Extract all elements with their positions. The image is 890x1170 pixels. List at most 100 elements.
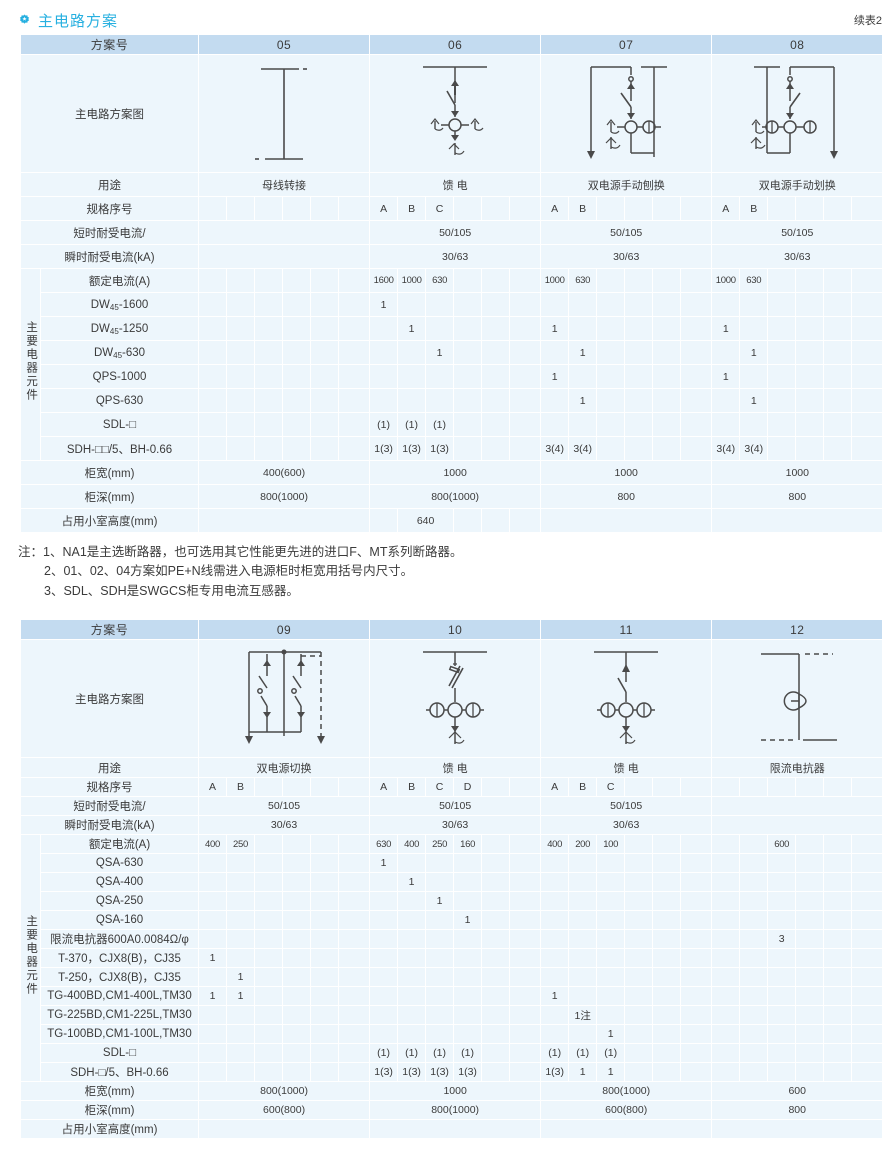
component-cell: 1	[397, 872, 427, 893]
component-cell	[397, 853, 427, 874]
component-cell	[767, 910, 797, 931]
component-cell	[338, 412, 371, 437]
component-cell	[680, 986, 713, 1007]
component-cell	[851, 292, 884, 317]
component-cell	[481, 1043, 511, 1064]
component-cell	[481, 388, 511, 413]
component-cell	[568, 891, 598, 912]
instant-current-value: 30/63	[369, 815, 542, 836]
component-cell	[369, 967, 399, 988]
component-cell	[739, 364, 769, 389]
component-cell	[509, 948, 542, 969]
component-cell	[509, 340, 542, 365]
component-cell	[509, 1005, 542, 1026]
component-cell	[226, 436, 256, 461]
component-cell	[795, 910, 825, 931]
component-cell	[453, 967, 483, 988]
row-label-rated-current: 额定电流(A)	[39, 834, 200, 855]
component-cell	[680, 891, 713, 912]
rated-current-cell: 1000	[397, 268, 427, 293]
component-cell	[823, 316, 853, 341]
table1-col-06: 06	[369, 34, 542, 55]
component-cell	[425, 853, 455, 874]
row-label-component: QSA-630	[39, 853, 200, 874]
component-cell	[568, 929, 598, 950]
instant-current-value: 30/63	[540, 815, 713, 836]
row-label-component: DW45-630	[39, 340, 200, 365]
component-cell	[369, 910, 399, 931]
component-cell	[680, 1024, 713, 1045]
cabinet-width-value: 1000	[540, 460, 713, 485]
component-cell: 1(3)	[369, 1062, 399, 1083]
component-cell	[851, 948, 884, 969]
component-cell	[254, 316, 284, 341]
component-cell	[652, 412, 682, 437]
component-cell	[369, 948, 399, 969]
rated-current-cell: 160	[453, 834, 483, 855]
component-cell	[425, 948, 455, 969]
component-cell: 1	[739, 340, 769, 365]
component-cell	[823, 412, 853, 437]
instant-current-value: 30/63	[540, 244, 713, 269]
row-label-rated-current: 额定电流(A)	[39, 268, 200, 293]
component-cell	[652, 853, 682, 874]
spec-no-cell	[680, 777, 713, 798]
component-cell	[823, 853, 853, 874]
note-line-3: 3、SDL、SDH是SWGCS柜专用电流互感器。	[44, 583, 299, 598]
spec-no-cell	[282, 196, 312, 221]
continued-label: 续表2	[853, 15, 882, 27]
instant-current-value: 30/63	[198, 815, 371, 836]
component-cell	[481, 891, 511, 912]
component-cell	[568, 412, 598, 437]
component-cell	[596, 292, 626, 317]
component-cell	[596, 929, 626, 950]
rated-current-cell: 200	[568, 834, 598, 855]
component-cell	[540, 929, 570, 950]
component-cell: 1(3)	[540, 1062, 570, 1083]
spec-no-cell	[711, 777, 741, 798]
component-cell	[711, 292, 741, 317]
spec-no-cell	[795, 196, 825, 221]
component-cell	[739, 1043, 769, 1064]
component-cell	[652, 891, 682, 912]
rated-current-cell	[226, 268, 256, 293]
component-cell	[823, 986, 853, 1007]
rated-current-cell: 250	[226, 834, 256, 855]
rated-current-cell: 400	[198, 834, 228, 855]
component-cell: 1	[568, 1062, 598, 1083]
component-cell	[453, 1024, 483, 1045]
component-cell	[568, 967, 598, 988]
component-cell	[226, 910, 256, 931]
component-cell	[338, 986, 371, 1007]
rated-current-cell	[711, 834, 741, 855]
instant-current-value	[198, 244, 371, 269]
component-cell	[851, 986, 884, 1007]
row-label-cabinet-width: 柜宽(mm)	[19, 1081, 200, 1102]
row-group-label-main-components: 主要电器元件	[20, 268, 41, 461]
component-cell	[282, 910, 312, 931]
rated-current-cell: 100	[596, 834, 626, 855]
component-cell	[481, 292, 511, 317]
diagram-06	[369, 54, 542, 173]
component-cell	[481, 316, 511, 341]
rated-current-cell: 630	[568, 268, 598, 293]
component-cell	[226, 891, 256, 912]
component-cell	[369, 891, 399, 912]
component-cell	[254, 1024, 284, 1045]
spec-no-cell: A	[540, 777, 570, 798]
spec-no-cell	[509, 777, 542, 798]
component-cell	[711, 891, 741, 912]
component-cell: (1)	[397, 412, 427, 437]
spec-no-cell: A	[198, 777, 228, 798]
component-cell	[425, 986, 455, 1007]
component-cell	[453, 412, 483, 437]
row-label-component: QPS-630	[39, 388, 200, 413]
component-cell	[823, 1043, 853, 1064]
row-label-spec-no: 规格序号	[19, 196, 200, 221]
